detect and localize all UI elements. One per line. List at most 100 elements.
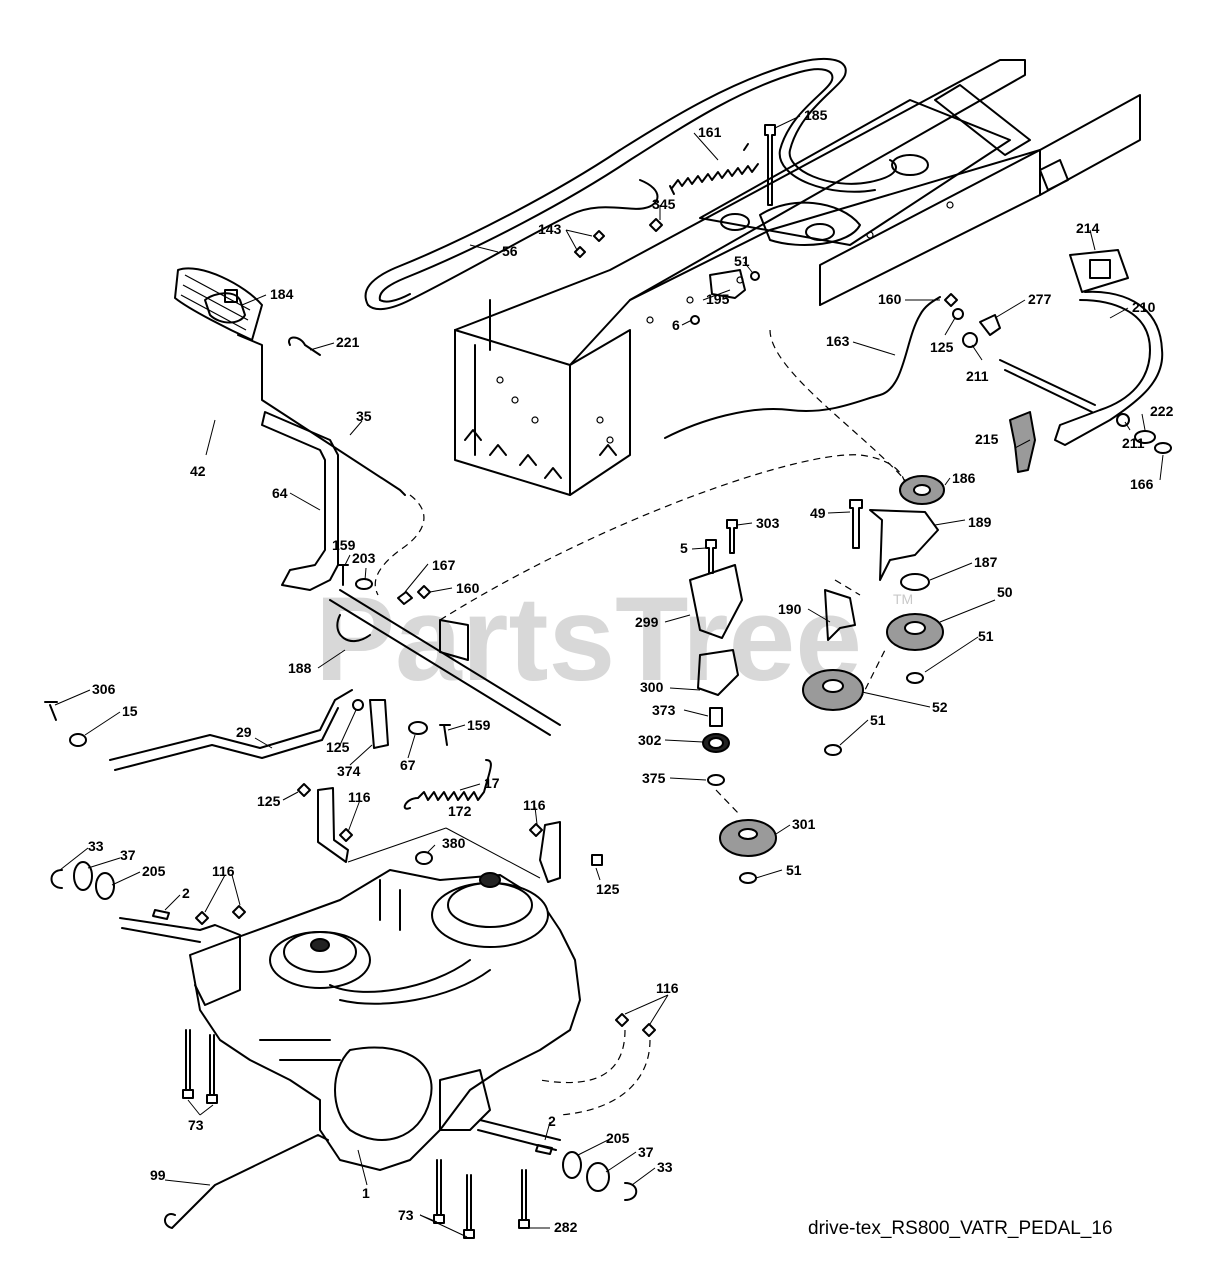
callout-185: 185 (804, 107, 828, 123)
pin-159 (439, 724, 451, 746)
callout-15: 15 (122, 703, 138, 719)
callout-277: 277 (1028, 291, 1052, 307)
lever-277 (979, 314, 1001, 336)
spacer-373 (709, 707, 723, 727)
callout-188: 188 (288, 660, 312, 676)
callout-222: 222 (1150, 403, 1174, 419)
washer-205a (95, 872, 115, 900)
rod-29 (109, 689, 353, 771)
pedal-arm-64 (261, 411, 339, 591)
callout-35: 35 (356, 408, 372, 424)
bracket-172-left (317, 787, 349, 863)
callout-labels: 185 161 345 143 56 51 195 6 184 221 214 … (88, 107, 1174, 1235)
callout-373: 373 (652, 702, 676, 718)
callout-345: 345 (652, 196, 676, 212)
callout-375: 375 (642, 770, 666, 786)
pedal-pad-42 (174, 267, 263, 341)
callout-189: 189 (968, 514, 992, 530)
shaft-188 (329, 589, 561, 736)
key-2a (152, 909, 170, 920)
bolts-143 (574, 230, 605, 258)
washer-205b (562, 1151, 582, 1179)
callout-160-a: 160 (878, 291, 902, 307)
callout-211-b: 211 (1122, 435, 1145, 451)
fitting-160 (944, 293, 958, 307)
callout-159-b: 159 (467, 717, 491, 733)
pedal-arm-210 (1054, 290, 1164, 446)
callout-33-a: 33 (88, 838, 104, 854)
diagram-caption: drive-tex_RS800_VATR_PEDAL_16 (808, 1218, 1113, 1239)
bolt-345 (649, 218, 663, 232)
callout-56: 56 (502, 243, 518, 259)
callout-214: 214 (1076, 220, 1100, 236)
plate-374 (369, 699, 389, 749)
callout-374: 374 (337, 763, 361, 779)
callout-205-a: 205 (142, 863, 166, 879)
callout-1: 1 (362, 1185, 370, 1201)
spring-17 (403, 759, 492, 810)
shaft-arm (439, 619, 469, 661)
callout-116-b: 116 (523, 797, 546, 813)
bolt-125d (591, 854, 603, 866)
callout-161: 161 (698, 124, 722, 140)
callout-143: 143 (538, 221, 562, 237)
bolt-303 (726, 519, 738, 554)
bracket-299 (689, 564, 743, 639)
bushing-211b (1116, 413, 1130, 427)
pin-306 (44, 701, 58, 721)
pedal-pad-215 (1009, 411, 1036, 473)
bushing-380 (415, 851, 433, 865)
callout-33-b: 33 (657, 1159, 673, 1175)
washer-203 (355, 578, 373, 590)
callout-64: 64 (272, 485, 288, 501)
callout-125-a: 125 (930, 339, 954, 355)
cable-route (439, 454, 906, 621)
callout-221: 221 (336, 334, 360, 350)
callout-51-c: 51 (870, 712, 886, 728)
key-2b (535, 1144, 553, 1155)
callout-159-a: 159 (332, 537, 356, 553)
callout-73-b: 73 (398, 1207, 414, 1223)
bolt-5 (705, 539, 717, 574)
washer-37b (586, 1162, 610, 1192)
nut-116a (339, 828, 353, 842)
cable-163 (664, 296, 941, 439)
callout-167: 167 (432, 557, 456, 573)
watermark-trademark: TM (893, 591, 913, 607)
callout-210: 210 (1132, 299, 1156, 315)
callout-17: 17 (484, 775, 500, 791)
rod-99 (164, 1134, 329, 1229)
callout-5: 5 (680, 540, 688, 556)
bolt-282 (518, 1169, 530, 1229)
pin-159a (337, 564, 349, 586)
callout-125-d: 125 (596, 881, 620, 897)
clip-221 (288, 336, 321, 356)
callout-190: 190 (778, 601, 802, 617)
nut-375 (707, 774, 725, 786)
washer-67 (408, 721, 428, 735)
callout-6: 6 (672, 317, 680, 333)
callout-2-a: 2 (182, 885, 190, 901)
callout-302: 302 (638, 732, 662, 748)
bracket-189 (869, 509, 939, 581)
callout-116-c: 116 (212, 863, 235, 879)
clip-33a (50, 869, 63, 889)
callout-42: 42 (190, 463, 206, 479)
callout-49: 49 (810, 505, 826, 521)
spring-161 (669, 143, 759, 195)
nut-125 (952, 308, 964, 320)
transaxle (119, 869, 581, 1171)
callout-67: 67 (400, 757, 416, 773)
bushing-211 (962, 332, 978, 348)
leader-lines (54, 115, 1164, 1238)
washer-37a (73, 861, 93, 891)
callout-184: 184 (270, 286, 294, 302)
callout-300: 300 (640, 679, 664, 695)
callout-282: 282 (554, 1219, 578, 1235)
callout-215: 215 (975, 431, 999, 447)
callout-306: 306 (92, 681, 116, 697)
bolt-73-right (433, 1159, 475, 1239)
clip-166 (1154, 442, 1172, 454)
callout-195: 195 (706, 291, 730, 307)
